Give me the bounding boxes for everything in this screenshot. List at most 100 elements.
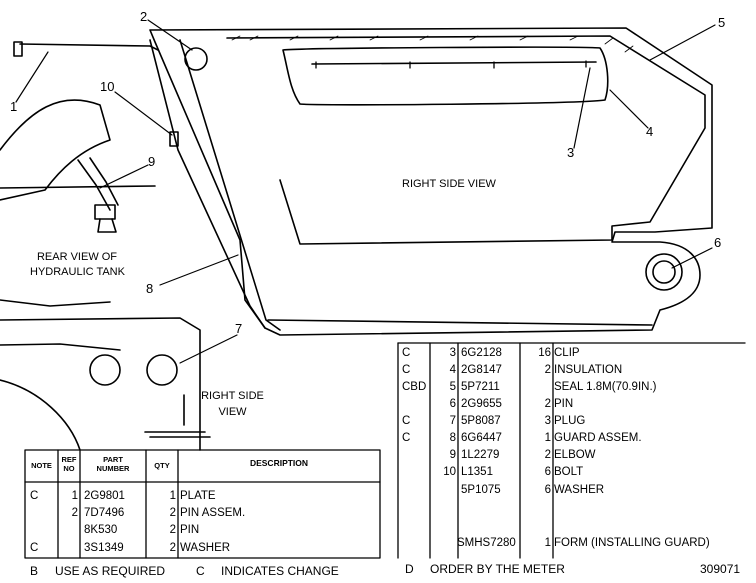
- callout-5: 5: [718, 15, 726, 30]
- header-description: DESCRIPTION: [249, 458, 309, 468]
- row-ref: 2: [71, 507, 78, 519]
- row-qty: 2: [544, 449, 551, 461]
- row-part: 6G6447: [461, 432, 502, 444]
- row-note: C: [30, 542, 39, 554]
- row-qty: 16: [538, 347, 551, 359]
- row-desc: SEAL 1.8M(70.9IN.): [554, 381, 657, 393]
- insulation-panel: [282, 46, 609, 106]
- callout-8: 8: [146, 281, 154, 296]
- row-part: 2G8147: [461, 364, 502, 376]
- row-note: CBD: [402, 381, 427, 393]
- row-desc: WASHER: [554, 484, 605, 496]
- row-ref: 6: [449, 398, 456, 410]
- lower-frame: [0, 299, 201, 451]
- row-ref: 8: [449, 432, 456, 444]
- row-qty: 6: [544, 466, 551, 478]
- row-desc: BOLT: [554, 466, 584, 478]
- row-desc: PIN ASSEM.: [180, 507, 246, 519]
- row-desc: FORM (INSTALLING GUARD): [554, 537, 710, 549]
- plate-1-tab: [13, 41, 23, 57]
- row-note: C: [402, 415, 411, 427]
- elbow-9: [77, 157, 119, 233]
- row-ref: 10: [443, 466, 456, 478]
- row-ref: 3: [449, 347, 456, 359]
- row-part: 5P7211: [461, 381, 500, 393]
- bolt-10: [169, 131, 179, 147]
- footnote-c-key: C: [196, 564, 205, 578]
- header-ref-line2: NO: [63, 464, 75, 473]
- seal-strip: [231, 35, 634, 53]
- row-qty: 3: [544, 415, 551, 427]
- row-note: C: [402, 432, 411, 444]
- row-part: SMHS7280: [457, 537, 516, 549]
- caption-rear-view-line1: REAR VIEW OF: [36, 251, 118, 263]
- row-note: C: [30, 490, 39, 502]
- footnote-d-text: ORDER BY THE METER: [430, 562, 565, 576]
- header-ref-line1: REF: [61, 455, 77, 464]
- row-desc: PIN: [554, 398, 574, 410]
- header-part-line2: NUMBER: [96, 464, 130, 473]
- clip-rail: [311, 61, 597, 65]
- caption-small-view-line1: RIGHT SIDE: [201, 390, 264, 402]
- pin-2: [184, 47, 208, 71]
- row-note: C: [402, 364, 411, 376]
- row-qty: 2: [169, 542, 176, 554]
- pin-6-outer: [645, 253, 683, 291]
- callout-7: 7: [235, 321, 243, 336]
- header-note: NOTE: [31, 461, 52, 470]
- row-desc: WASHER: [180, 542, 231, 554]
- right-table-frame: [397, 342, 746, 559]
- row-ref: 4: [449, 364, 456, 376]
- callout-4: 4: [646, 124, 654, 139]
- leader-lines: [15, 19, 716, 364]
- tank-floor: [0, 185, 156, 189]
- row-ref: 1: [71, 490, 78, 502]
- callout-1: 1: [10, 99, 18, 114]
- row-note: C: [402, 347, 411, 359]
- callout-3: 3: [567, 145, 575, 160]
- plug-7: [146, 354, 178, 386]
- row-desc: CLIP: [554, 347, 580, 359]
- guard-outline: [149, 27, 713, 336]
- header-part-line1: PART: [103, 455, 123, 464]
- plug-left: [89, 354, 121, 386]
- gear-arc: [0, 379, 81, 451]
- row-qty: 1: [544, 537, 551, 549]
- row-desc: PIN: [180, 524, 200, 536]
- caption-small-view-line2: VIEW: [218, 406, 247, 418]
- callout-9: 9: [148, 154, 156, 169]
- guard-bottom-lip: [267, 319, 653, 326]
- plate-1: [19, 43, 159, 51]
- row-qty: 2: [544, 398, 551, 410]
- row-ref: 9: [449, 449, 456, 461]
- row-desc: INSULATION: [554, 364, 623, 376]
- footnote-c-text: INDICATES CHANGE: [221, 564, 339, 578]
- row-desc: PLATE: [180, 490, 216, 502]
- left-table-frame: [24, 449, 381, 559]
- row-part: 5P1075: [461, 484, 501, 496]
- row-part: 6G2128: [461, 347, 502, 359]
- small-guard-view: [144, 394, 211, 438]
- callout-2: 2: [140, 9, 148, 24]
- row-qty: 2: [169, 524, 176, 536]
- row-part: 5P8087: [461, 415, 501, 427]
- row-part: 8K530: [84, 524, 118, 536]
- guard-inner-flange: [226, 35, 706, 245]
- footnote-d-key: D: [405, 562, 414, 576]
- row-desc: GUARD ASSEM.: [554, 432, 642, 444]
- callout-10: 10: [100, 79, 115, 94]
- row-part: L1351: [461, 466, 493, 478]
- row-qty: 2: [544, 364, 551, 376]
- row-part: 2G9801: [84, 490, 125, 502]
- row-qty: 2: [169, 507, 176, 519]
- row-part: 3S1349: [84, 542, 124, 554]
- footnote-b-text: USE AS REQUIRED: [55, 564, 166, 578]
- row-ref: 7: [449, 415, 456, 427]
- row-qty: 1: [544, 432, 551, 444]
- footnote-b-key: B: [30, 564, 39, 578]
- pin-6-inner: [652, 260, 676, 284]
- illustration-number: 309071: [700, 562, 741, 576]
- row-desc: ELBOW: [554, 449, 596, 461]
- row-part: 7D7496: [84, 507, 125, 519]
